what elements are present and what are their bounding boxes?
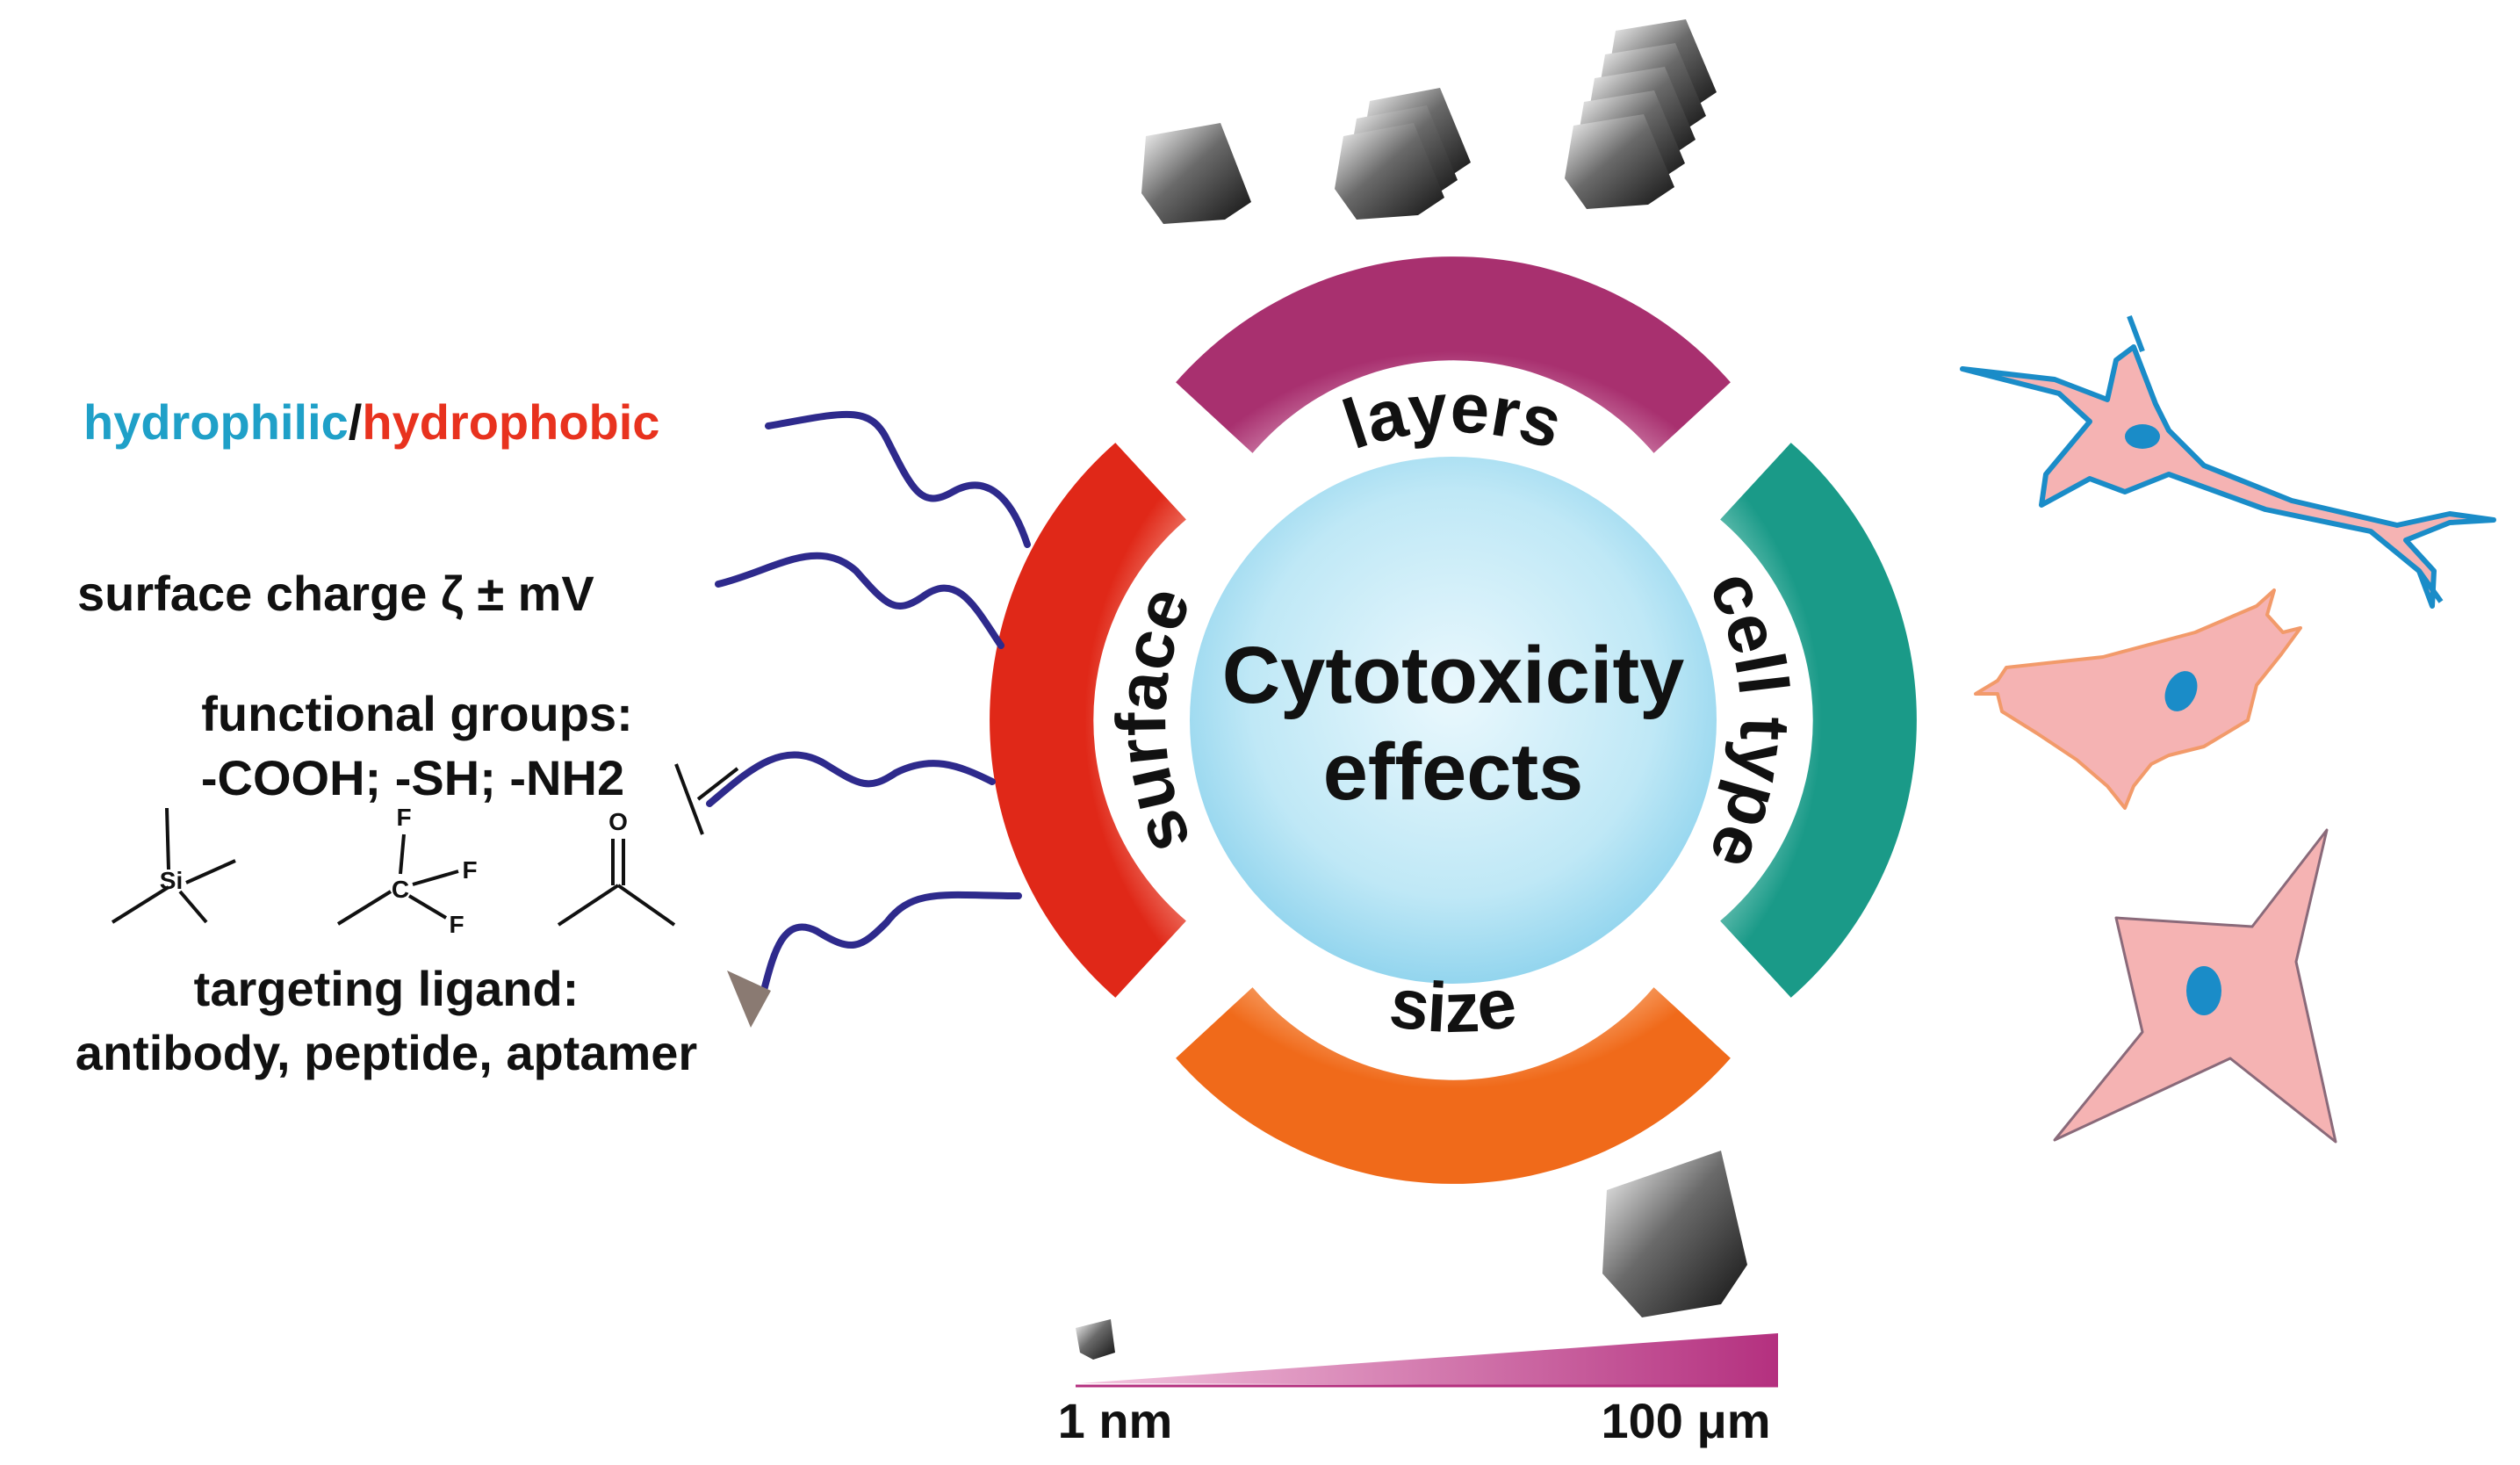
center-title-line2: effects [1323, 727, 1584, 817]
surface-charge-label: surface charge ζ ± mV [77, 566, 594, 621]
wave-ligand [759, 891, 1022, 1000]
targeting-ligand-list: antibody, peptide, aptamer [76, 1025, 697, 1080]
center-circle [1190, 457, 1717, 984]
hydrophobic-text: hydrophobic [362, 394, 659, 450]
size-min-label: 1 nm [1058, 1393, 1173, 1448]
molecule-carbonyl: O [557, 808, 676, 927]
segment-label-size: size [1385, 963, 1521, 1047]
flake-large [1602, 1151, 1747, 1317]
flake-small [1076, 1319, 1115, 1360]
hydro-slash: / [349, 394, 363, 450]
star-cell [2053, 828, 2337, 1144]
wave-hydro [765, 410, 1031, 548]
size-scale: 1 nm 100 μm [1058, 1151, 1778, 1448]
irregular-cell-nucleus [2164, 671, 2198, 711]
wave-functional [706, 751, 996, 807]
flake-stack-multi [1565, 19, 1717, 209]
attachment-cross-icon [674, 763, 739, 835]
c-atom-label: C [392, 876, 409, 903]
size-wedge [1080, 1333, 1778, 1386]
hydro-label: hydrophilic/hydrophobic [83, 394, 659, 450]
functional-groups-list: -COOH; -SH; -NH2 [201, 750, 624, 805]
ligand-arrowhead [727, 971, 771, 1028]
neuron-cell [1960, 314, 2496, 609]
hydrophilic-text: hydrophilic [83, 394, 349, 450]
irregular-cell [1974, 588, 2302, 810]
segment-label-layers: layers [1334, 368, 1571, 464]
segment-label-size-text: size [1385, 963, 1521, 1047]
segment-surface [990, 443, 1186, 998]
star-cell-nucleus [2186, 966, 2221, 1015]
molecule-trimethylsilyl: Si [111, 807, 236, 924]
molecule-trifluoromethyl: F C F F [336, 804, 478, 938]
ring [990, 256, 1917, 1184]
segment-layers [1176, 256, 1731, 453]
si-atom-label: Si [160, 867, 183, 894]
segment-label-layers-text: layers [1334, 368, 1571, 464]
o-atom-label: O [608, 808, 628, 835]
size-max-label: 100 μm [1601, 1393, 1770, 1448]
f-atom-label-top: F [396, 804, 411, 831]
wave-linkers [706, 410, 1031, 1028]
targeting-ligand-title: targeting ligand: [194, 961, 580, 1016]
center-title-line1: Cytotoxicity [1222, 631, 1685, 720]
segment-cell-type [1720, 443, 1917, 998]
layers-illustration [1141, 19, 1717, 224]
segment-size [1176, 987, 1731, 1184]
wave-charge [715, 552, 1004, 649]
functional-groups-title: functional groups: [201, 686, 633, 741]
neuron-nucleus [2125, 424, 2160, 449]
flake-stack-double [1335, 88, 1471, 220]
f-atom-label-right: F [462, 856, 477, 884]
flake-single [1141, 123, 1251, 224]
f-atom-label-bottom: F [449, 911, 464, 938]
